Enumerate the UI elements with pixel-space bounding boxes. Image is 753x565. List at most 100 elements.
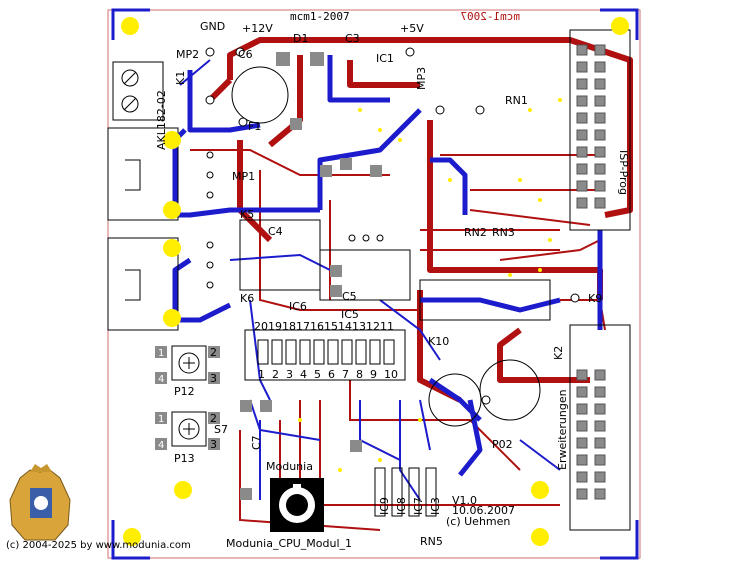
top-copper-fine <box>190 149 606 531</box>
svg-text:Modunia: Modunia <box>266 460 313 473</box>
svg-text:AKL182-02: AKL182-02 <box>155 90 168 150</box>
svg-text:4: 4 <box>158 440 164 451</box>
board-title: mcm1-2007 <box>290 10 350 23</box>
svg-text:3: 3 <box>286 368 293 381</box>
svg-text:17: 17 <box>296 320 310 333</box>
f1-label: F1 <box>248 120 261 133</box>
svg-text:4: 4 <box>300 368 307 381</box>
c3-label: C3 <box>345 32 360 45</box>
svg-text:mcm1-2007: mcm1-2007 <box>460 10 520 23</box>
k1-label: K1 <box>174 71 187 85</box>
svg-text:6: 6 <box>328 368 335 381</box>
ic-outlines <box>239 29 631 531</box>
k2-label: K2 <box>552 346 565 360</box>
svg-text:2: 2 <box>210 412 217 425</box>
svg-text:3: 3 <box>210 372 217 385</box>
d1-label: D1 <box>293 32 308 45</box>
board-title-mirrored: mcm1-2007 <box>460 10 520 23</box>
mp1-label: MP1 <box>232 170 255 183</box>
c7-label: C7 <box>250 435 263 450</box>
svg-text:9: 9 <box>370 368 377 381</box>
rn1-label: RN1 <box>505 94 528 107</box>
corner-marks <box>111 8 639 560</box>
component-pads <box>155 52 382 500</box>
svg-text:10: 10 <box>384 368 398 381</box>
bottom-ic-labels: IC9 IC8 IC7 IC3 <box>378 497 442 515</box>
coat-of-arms-logo <box>9 464 71 541</box>
svg-text:1: 1 <box>158 414 164 425</box>
v5-label: +5V <box>400 22 424 35</box>
svg-text:1: 1 <box>158 348 164 359</box>
gnd-label: GND <box>200 20 225 33</box>
svg-text:1: 1 <box>258 368 265 381</box>
mp2-label: MP2 <box>176 48 199 61</box>
c5-label: C5 <box>342 290 357 303</box>
rn5-label: RN5 <box>420 535 443 548</box>
rn3-label: RN3 <box>492 226 515 239</box>
k5-label: K5 <box>240 208 254 221</box>
s7-label: S7 <box>214 423 228 436</box>
revision-date: 10.06.2007 <box>452 504 515 517</box>
c4-label: C4 <box>268 225 283 238</box>
c6-label: C6 <box>238 48 253 61</box>
dip-pin-numbers-top: 20 19 18 17 16 15 14 13 12 11 <box>254 320 394 333</box>
svg-text:IC7: IC7 <box>412 497 425 515</box>
dip-pin-numbers-bottom: 1 2 3 4 5 6 7 8 9 10 <box>258 368 398 381</box>
svg-text:K1: K1 <box>174 71 187 85</box>
svg-text:Erweiterungen: Erweiterungen <box>556 389 569 470</box>
svg-text:5: 5 <box>314 368 321 381</box>
svg-text:MP3: MP3 <box>415 67 428 90</box>
module-name: Modunia_CPU_Modul_1 <box>226 537 352 550</box>
connector-k1 <box>112 61 164 121</box>
vias <box>205 47 580 405</box>
svg-text:IC8: IC8 <box>395 497 408 515</box>
svg-text:IC3: IC3 <box>429 497 442 515</box>
svg-text:2: 2 <box>272 368 279 381</box>
bottom-ic-footprints <box>374 467 437 517</box>
svg-text:IC9: IC9 <box>378 497 391 515</box>
svg-text:15: 15 <box>324 320 338 333</box>
svg-text:ISP-Prog: ISP-Prog <box>617 150 630 195</box>
ic1-label: IC1 <box>376 52 394 65</box>
svg-text:C7: C7 <box>250 435 263 450</box>
svg-text:14: 14 <box>338 320 352 333</box>
k1-part-label: AKL182-02 <box>155 90 168 150</box>
header-pads-right <box>576 44 606 500</box>
p12-pin-numbers: 1 2 3 4 <box>158 346 217 385</box>
svg-text:K2: K2 <box>552 346 565 360</box>
mp3-label: MP3 <box>415 67 428 90</box>
svg-text:13: 13 <box>352 320 366 333</box>
svg-text:2: 2 <box>210 346 217 359</box>
svg-text:20: 20 <box>254 320 268 333</box>
rj-connectors <box>107 127 179 331</box>
modunia-crest-icon: Modunia <box>266 460 324 532</box>
revision-author: (c) Uehmen <box>446 515 510 528</box>
svg-text:3: 3 <box>210 438 217 451</box>
p13-pin-numbers: 1 2 3 4 <box>158 412 217 451</box>
small-pad-dots <box>298 98 562 472</box>
p12-label: P12 <box>174 385 195 398</box>
dip-switch <box>257 339 395 365</box>
mounting-holes <box>121 17 629 546</box>
copyright-text: (c) 2004-2025 by www.modunia.com <box>6 540 191 551</box>
p02-label: P02 <box>492 438 513 451</box>
svg-text:12: 12 <box>366 320 380 333</box>
svg-text:19: 19 <box>268 320 282 333</box>
svg-text:16: 16 <box>310 320 324 333</box>
potentiometer-icons <box>171 345 207 447</box>
ic6-label: IC6 <box>289 300 307 313</box>
svg-text:4: 4 <box>158 374 164 385</box>
revision-version: V1.0 <box>452 494 477 507</box>
bottom-copper-traces <box>172 55 603 477</box>
rn2-label: RN2 <box>464 226 487 239</box>
electrolytic-capacitors <box>231 66 541 427</box>
ic5-label: IC5 <box>341 308 359 321</box>
k9-label: K9 <box>588 292 602 305</box>
svg-text:11: 11 <box>380 320 394 333</box>
p13-label: P13 <box>174 452 195 465</box>
isp-label: ISP-Prog <box>617 150 630 195</box>
svg-text:18: 18 <box>282 320 296 333</box>
svg-text:7: 7 <box>342 368 349 381</box>
svg-text:8: 8 <box>356 368 363 381</box>
